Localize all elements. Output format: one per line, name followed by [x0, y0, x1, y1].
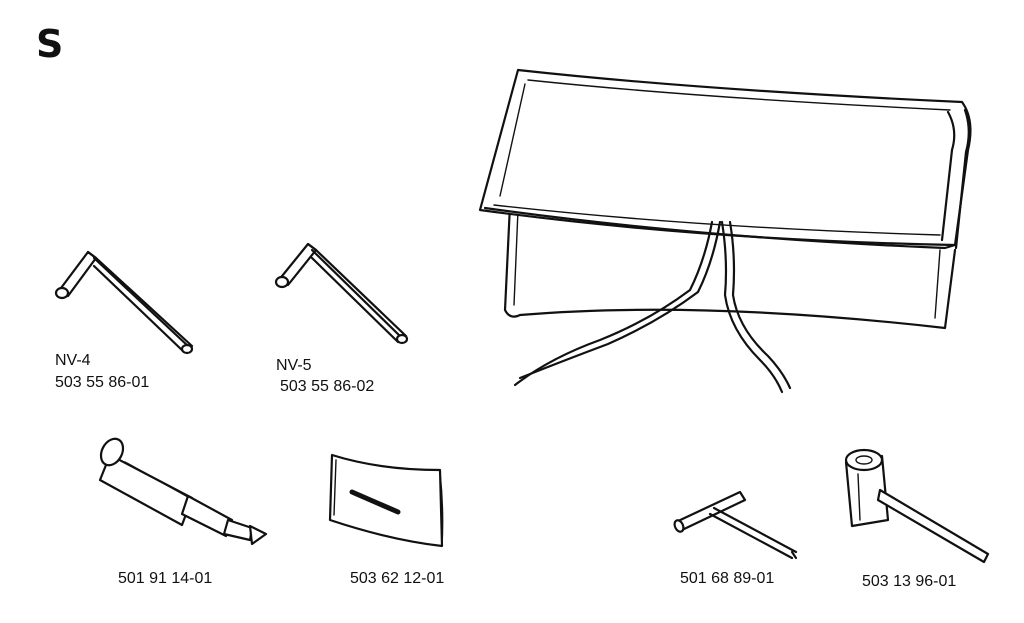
t-wrench-icon — [673, 490, 798, 560]
hex-key-icon — [274, 242, 409, 345]
section-letter: S — [36, 22, 64, 66]
part-number-spanner: 503 13 96-01 — [862, 573, 957, 590]
part-number-tool-pouch: 503 62 12-01 — [350, 570, 445, 587]
part-number-nv4: 503 55 86-01 — [55, 374, 150, 391]
grease-gun-icon — [98, 437, 268, 546]
part-code-nv5: NV-5 — [276, 357, 312, 374]
part-number-grease-gun: 501 91 14-01 — [118, 570, 213, 587]
part-number-nv5: 503 55 86-02 — [280, 378, 375, 395]
part-number-t-wrench: 501 68 89-01 — [680, 570, 775, 587]
combination-spanner-icon — [844, 448, 990, 564]
hex-key-icon — [54, 250, 194, 355]
tool-pouch-icon — [328, 453, 444, 548]
tool-bag-icon — [478, 68, 972, 394]
part-code-nv4: NV-4 — [55, 352, 91, 369]
